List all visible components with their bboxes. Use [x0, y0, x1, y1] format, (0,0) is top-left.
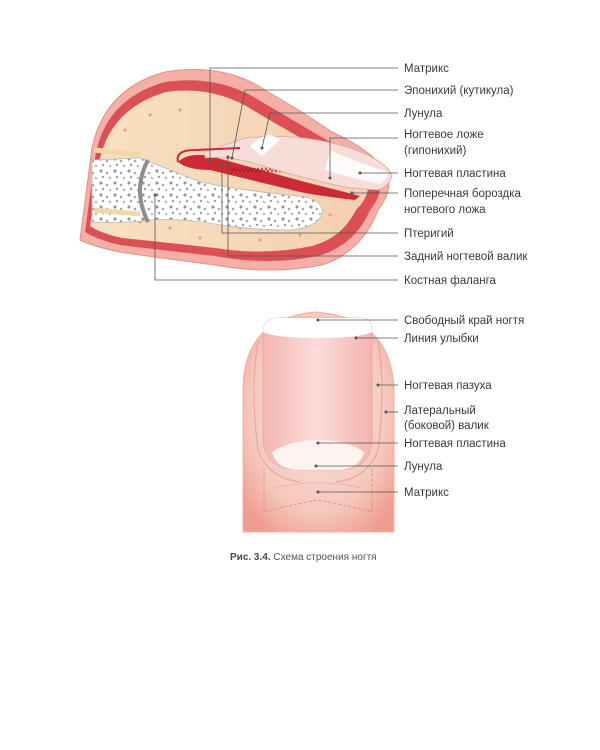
- labels-top: Матрикс Эпонихий (кутикула) Лунула Ногте…: [404, 63, 528, 287]
- leader-lines-bottom: [314, 318, 398, 494]
- finger-top-view-diagram: [242, 311, 395, 533]
- free-edge-top: [263, 318, 372, 338]
- label-groove-line1: Поперечная бороздка: [404, 188, 522, 200]
- lateral-fold-left: [253, 339, 301, 483]
- lateral-fold-right: [335, 339, 383, 483]
- label-matrix-bottom: Матрикс: [404, 487, 449, 499]
- label-nail-bed-line1: Ногтевое ложе: [404, 129, 484, 141]
- leader-lines-top: [153, 67, 398, 281]
- label-proximal-fold: Задний ногтевой валик: [404, 251, 528, 263]
- label-nail-plate: Ногтевая пластина: [404, 168, 506, 180]
- label-lunula-bottom: Лунула: [404, 461, 443, 473]
- label-nail-bed-line2: (гипонихий): [404, 145, 466, 157]
- tendon: [93, 147, 141, 158]
- free-edge-section: [325, 150, 388, 184]
- label-lateral-fold-line2: (боковой) валик: [404, 420, 490, 432]
- nail-fold-pocket: [176, 147, 241, 163]
- label-pterygium: Птеригий: [404, 228, 454, 240]
- label-free-edge: Свободный край ногтя: [404, 315, 524, 327]
- matrix-inner-line: [274, 482, 363, 489]
- label-matrix: Матрикс: [404, 63, 449, 75]
- nail-bed: [178, 154, 360, 200]
- lunula-top: [272, 440, 364, 470]
- figure-caption: Рис. 3.4. Схема строения ногтя: [230, 552, 377, 563]
- caption-number: Рис. 3.4.: [230, 552, 271, 563]
- cross-section-diagram: [79, 69, 393, 271]
- label-groove-line2: ногтевого ложа: [404, 204, 486, 216]
- label-eponychium: Эпонихий (кутикула): [404, 85, 514, 97]
- label-phalanx: Костная фаланга: [404, 275, 497, 287]
- bone-phalanx: [91, 157, 323, 231]
- labels-bottom: Свободный край ногтя Линия улыбки Ногтев…: [404, 315, 524, 499]
- tendon-lower: [93, 207, 141, 217]
- label-lunula: Лунула: [404, 108, 443, 120]
- lunula-section: [250, 135, 280, 156]
- joint-cartilage: [138, 159, 150, 223]
- label-smile-line: Линия улыбки: [404, 333, 479, 345]
- label-nail-sinus: Ногтевая пазуха: [404, 380, 492, 392]
- label-nail-plate-bottom: Ногтевая пластина: [404, 438, 506, 450]
- nail-plate-section: [204, 135, 393, 191]
- matrix-outline: [263, 468, 373, 513]
- caption-text: Схема строения ногтя: [273, 552, 377, 563]
- label-lateral-fold-line1: Латеральный: [404, 405, 476, 417]
